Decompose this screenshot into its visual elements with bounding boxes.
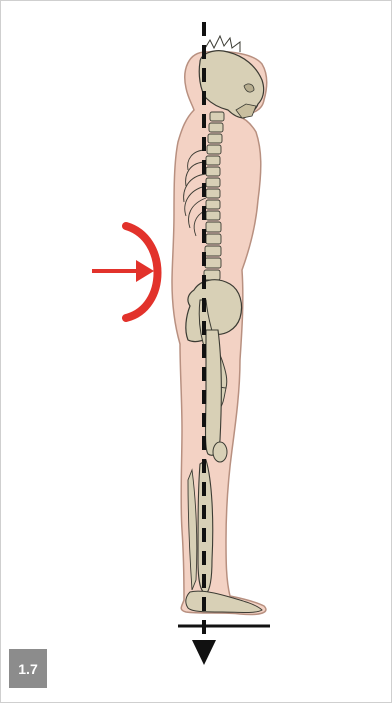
figure-number: 1.7 (18, 661, 37, 677)
kneecap (213, 442, 227, 462)
down-arrow-icon (192, 640, 216, 665)
hair (204, 36, 240, 52)
right-arrow-icon (136, 260, 154, 282)
tibia (198, 460, 213, 594)
figure-number-badge: 1.7 (9, 649, 47, 688)
femur (206, 330, 222, 455)
